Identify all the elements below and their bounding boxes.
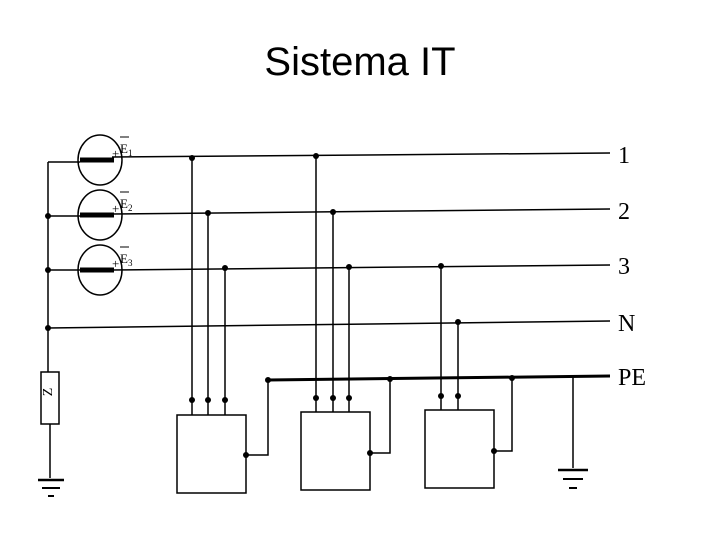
junction-dot xyxy=(509,375,515,381)
source-1-circle xyxy=(77,134,123,186)
source-3-label: E3 xyxy=(120,251,133,268)
junction-dot xyxy=(243,452,249,458)
conductor-line-2 xyxy=(111,208,611,215)
source-2-label: E2 xyxy=(120,196,132,213)
junction-dot xyxy=(313,153,319,159)
load-2-box xyxy=(300,411,371,491)
junction-dot xyxy=(330,395,336,401)
junction-dot xyxy=(45,267,51,273)
junction-dot xyxy=(265,377,271,383)
impedance-z xyxy=(40,371,60,425)
line-label-n: N xyxy=(618,311,635,337)
junction-dot xyxy=(189,397,195,403)
junction-dot xyxy=(313,395,319,401)
line-label-2: 2 xyxy=(618,199,630,225)
junction-dot xyxy=(438,393,444,399)
junction-dot xyxy=(205,210,211,216)
source-3-polarity: + xyxy=(112,256,119,271)
junction-dot xyxy=(205,397,211,403)
junction-dot xyxy=(387,376,393,382)
junction-dot xyxy=(367,450,373,456)
conductor-line-1 xyxy=(111,152,611,158)
junction-dot xyxy=(438,263,444,269)
load-3-pe-link xyxy=(494,378,513,452)
line-label-3: 3 xyxy=(618,254,630,280)
load-1-box xyxy=(176,414,247,494)
impedance-label: Z xyxy=(41,388,56,397)
source-1-polarity: + xyxy=(112,146,119,161)
page-title: Sistema IT xyxy=(264,40,456,84)
load-1-pe-link xyxy=(246,380,269,456)
line-label-1: 1 xyxy=(618,143,630,169)
junction-dot xyxy=(222,265,228,271)
junction-dot xyxy=(189,155,195,161)
junction-dot xyxy=(222,397,228,403)
junction-dot xyxy=(330,209,336,215)
junction-dot xyxy=(45,325,51,331)
source-3-circle xyxy=(77,244,123,296)
junction-dot xyxy=(491,448,497,454)
junction-dot xyxy=(346,395,352,401)
conductor-line-3 xyxy=(111,264,611,271)
junction-dot xyxy=(45,213,51,219)
junction-dot xyxy=(455,319,461,325)
line-label-pe: PE xyxy=(618,365,646,391)
conductor-line-n xyxy=(47,320,611,329)
junction-dot xyxy=(455,393,461,399)
load-2-pe-link xyxy=(370,379,391,454)
junction-dot xyxy=(346,264,352,270)
source-2-polarity: + xyxy=(112,201,119,216)
source-2-circle xyxy=(77,189,123,241)
source-1-label: E1 xyxy=(120,141,132,158)
load-3-box xyxy=(424,409,495,489)
conductor-line-pe xyxy=(267,374,611,382)
